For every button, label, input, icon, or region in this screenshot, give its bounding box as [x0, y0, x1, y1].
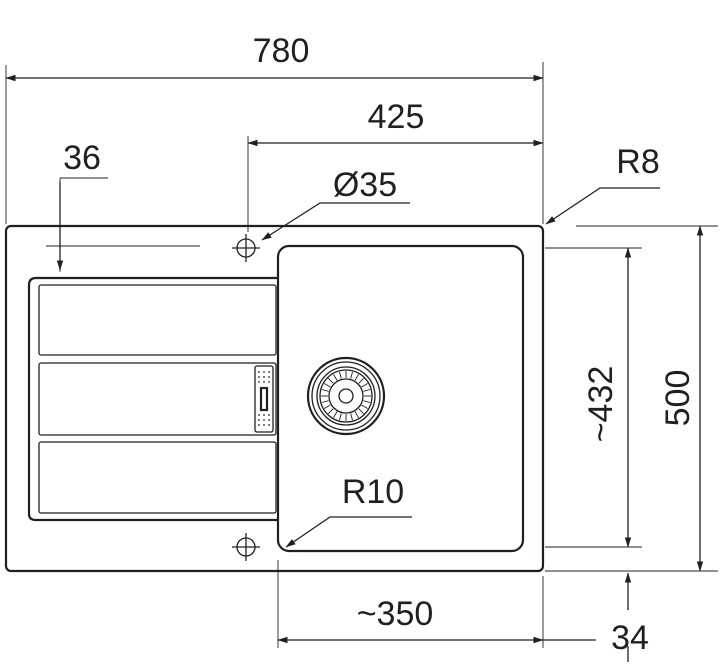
drain-spoke	[333, 411, 338, 418]
label-overall-depth: 500	[659, 370, 697, 427]
drain-spoke	[339, 413, 342, 421]
drain-spoke	[327, 408, 334, 415]
leader-d35	[261, 202, 410, 241]
drain-spoke	[354, 411, 359, 418]
drain-spoke	[321, 389, 329, 392]
drain-spoke	[350, 371, 353, 379]
label-bowl-offset-width: 425	[368, 98, 425, 136]
drain-spoke	[358, 377, 365, 384]
label-rear-offset: 34	[611, 619, 649, 657]
drain-spoke	[363, 400, 371, 403]
drain-spoke	[333, 374, 338, 381]
overflow-slot	[254, 365, 274, 433]
drainer-rib-3	[38, 441, 277, 514]
tap-hole-top	[232, 234, 260, 262]
label-bowl-depth: ~432	[582, 366, 620, 443]
label-tap-hole-diameter: Ø35	[333, 166, 397, 204]
extension-lines	[5, 62, 718, 648]
sink-body	[4, 224, 545, 573]
drain-spoke	[324, 383, 331, 388]
drain-strainer	[306, 356, 386, 436]
label-outer-radius: R8	[616, 143, 659, 181]
drain-spoke	[354, 374, 359, 381]
dimension-labels: 780 425 36 Ø35 R8 R10 ~350 34 ~432 500	[63, 32, 697, 657]
leader-r8	[545, 187, 660, 225]
label-bowl-radius: R10	[342, 473, 404, 511]
drainer-board-outline	[27, 276, 278, 522]
drainer-rib-2	[38, 362, 277, 436]
drain-spoke	[324, 404, 331, 409]
overflow-perforations	[258, 371, 270, 426]
leader-r10	[285, 516, 412, 548]
drain-spoke	[350, 413, 353, 421]
drain-spoke	[361, 383, 368, 388]
drainer-rib-1	[38, 284, 277, 356]
drain-spoke	[361, 404, 368, 409]
drain-spoke	[339, 371, 342, 379]
label-bowl-width: ~350	[357, 595, 434, 633]
overflow-opening	[259, 386, 269, 412]
drain-spoke	[321, 400, 329, 403]
label-drainer-inset: 36	[63, 139, 101, 177]
tap-hole-bottom	[232, 533, 260, 561]
drain-spoke	[363, 389, 371, 392]
sink-outer-edge	[4, 224, 545, 573]
bowl-outline	[276, 244, 525, 553]
drain-spoke	[327, 377, 334, 384]
label-overall-width: 780	[253, 32, 310, 70]
drain-spoke	[358, 408, 365, 415]
